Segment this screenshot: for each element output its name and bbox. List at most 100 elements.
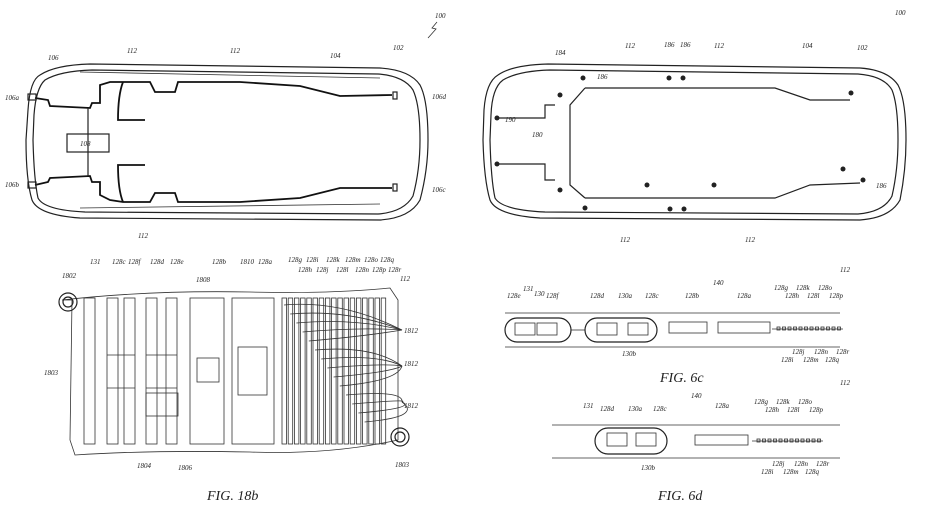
figure-18b: FIG. 18b 1803 1804 1806 1812 1812 1812 1… [44,256,419,504]
pin-label-bottom: 128j [772,460,785,468]
figure-6d: 128g128h128k128l128o128p128i128j128m128n… [552,379,850,504]
pin [776,326,781,331]
strip-leader [364,401,408,423]
figure-vehicle-harness-right: 112 112 104 102 100 184 186 186 186 190 … [482,9,907,244]
module-130a-6d [594,427,668,455]
component-1810 [237,346,268,396]
label-1812-b: 1812 [404,360,419,368]
label-131-6d: 131 [583,402,594,410]
label-1803: 1803 [44,369,59,377]
pin [811,438,816,443]
pin-label-bottom: 128i [761,468,774,476]
module-130a [584,317,658,343]
caption-fig-6c: FIG. 6c [659,371,704,386]
pin-label-top: 128p [829,292,844,300]
component-1808 [196,357,220,383]
pin-label-top: 128o [818,284,833,292]
pin [820,326,825,331]
strip-leader [308,329,403,342]
top-label: 128p [372,266,387,274]
label-1806: 1806 [178,464,193,472]
block-128b [668,321,708,334]
mount-hole-right [390,427,410,447]
pin [773,438,777,443]
label-ref-112: 112 [400,275,410,283]
pin [756,438,761,443]
label-ref-6c: 112 [840,266,850,274]
pin-label-bottom: 128m [803,356,819,364]
module-6d-cell-b [635,432,657,447]
label-131: 131 [523,285,534,293]
pin-label-bottom: 128r [836,348,850,356]
label-112-c: 112 [138,232,148,240]
strip-leader [321,357,403,367]
pin-label-top: 128h [785,292,800,300]
pin [793,326,797,331]
label-1812-a: 1812 [404,327,419,335]
top-label: 128h [298,266,313,274]
fine-strip [355,297,362,445]
pin-label-bottom: 128n [794,460,809,468]
board-outline [61,287,399,456]
label-harness: 104 [802,42,813,50]
pin [787,326,792,331]
cable-upper [585,87,850,101]
label-cable-4: 112 [745,236,755,244]
label-104: 104 [330,52,341,60]
fine-strip [362,297,368,445]
fine-strips [281,297,408,445]
mount-hole-right-inner [394,431,406,443]
label-130b-6d: 130b [641,464,656,472]
caption-fig-6d: FIG. 6d [657,489,703,504]
fine-strip [287,297,294,445]
junction-dots [494,75,866,212]
pin [789,438,794,443]
figure-6c: 128g128h128k128l128o128p128i128j128m128n… [504,266,850,386]
label-ref-6d: 112 [840,379,850,387]
vehicle-body-outline-right [482,63,907,221]
pin-label-top: 128g [754,398,769,406]
top-label: 128l [336,266,349,274]
label-128d: 128d [590,292,605,300]
label-140: 140 [713,279,724,287]
module-131-cell-a [514,322,536,336]
vehicle-body-inner [32,69,421,215]
pin [800,438,805,443]
label-106c: 106c [432,186,447,194]
cable-lower [585,182,861,199]
cable-branch-upper [498,104,555,119]
cable-branch-lower [498,163,555,181]
connector-106b [27,181,37,189]
pin-label-top: 128k [776,398,791,406]
label-106a: 106a [5,94,20,102]
cable-vertical [569,87,586,199]
top-label: 128e [170,258,184,266]
component-1804 [145,392,179,417]
label-128c-6d: 128c [653,405,668,413]
module-130a-cell-a [596,322,618,336]
label-cable-3: 112 [620,236,630,244]
top-label: 128c [112,258,127,266]
pin-label-top: 128l [807,292,820,300]
top-label: 128o [364,256,379,264]
harness-upper-branch [34,81,393,109]
pin-label-top: 128g [774,284,789,292]
pin-label-bottom: 128i [781,356,794,364]
label-1804: 1804 [137,462,152,470]
label-128d-6d: 128d [600,405,615,413]
fine-strip [349,297,356,445]
pin-label-top: 128k [796,284,811,292]
pin [815,326,819,331]
roof-line [79,71,381,79]
pin-label-bottom: 128n [814,348,829,356]
label-112-b: 112 [230,47,240,55]
top-label: 131 [90,258,101,266]
fine-strip [324,297,331,445]
label-128a: 128a [737,292,752,300]
pin-label-top: 128o [798,398,813,406]
top-label: 128k [326,256,341,264]
pin [837,326,841,331]
top-label: 128i [306,256,319,264]
label-1812-c: 1812 [404,402,419,410]
label-cable-2: 112 [714,42,724,50]
